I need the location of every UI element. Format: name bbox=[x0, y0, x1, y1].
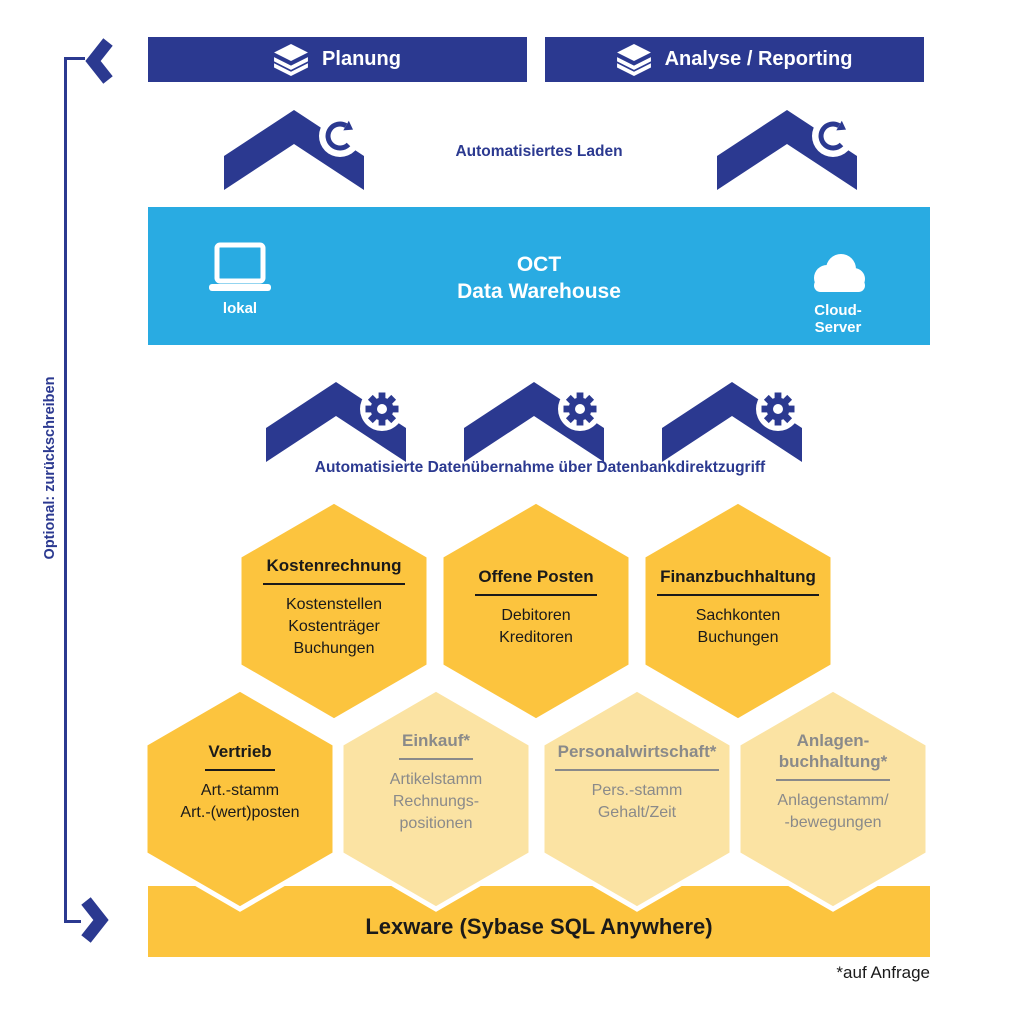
chevron-right-icon bbox=[81, 897, 109, 943]
optional-line-bottom bbox=[64, 920, 81, 923]
hexagon-content: Anlagen- buchhaltung* Anlagenstamm/ -bew… bbox=[775, 730, 891, 831]
chevron-up-refresh-icon bbox=[224, 110, 364, 190]
hexagon-title: Finanzbuchhaltung bbox=[657, 566, 819, 596]
hexagon-personalwirtschaft: Personalwirtschaft* Pers.-stamm Gehalt/Z… bbox=[539, 686, 735, 912]
warehouse-title: OCT Data Warehouse bbox=[148, 251, 930, 305]
optional-line-top bbox=[64, 57, 85, 60]
oct-data-warehouse-band: lokal OCT Data Warehouse Cloud-Server bbox=[148, 207, 930, 345]
warehouse-title-line1: OCT bbox=[516, 253, 562, 276]
layers-icon bbox=[616, 43, 651, 76]
hexagon-title: Kostenrechnung bbox=[263, 555, 405, 585]
hexagon-title: Offene Posten bbox=[475, 566, 597, 596]
optional-note: Optional: zurückschreiben bbox=[42, 376, 58, 560]
chevron-up-gear-icon bbox=[464, 382, 604, 462]
hexagon-content: Einkauf* Artikelstamm Rechnungs- positio… bbox=[389, 730, 483, 832]
chevron-left-icon bbox=[85, 38, 113, 84]
hexagon-vertrieb: Vertrieb Art.-stamm Art.-(wert)posten bbox=[142, 686, 338, 912]
local-label: lokal bbox=[222, 300, 258, 317]
load-label: Automatisiertes Laden bbox=[455, 143, 623, 160]
hexagon-title: Einkauf* bbox=[398, 730, 474, 760]
chevron-up-gear-icon bbox=[266, 382, 406, 462]
banner-analyse-reporting: Analyse / Reporting bbox=[545, 37, 924, 82]
hexagon-content: Personalwirtschaft* Pers.-stamm Gehalt/Z… bbox=[539, 686, 735, 912]
local-group: lokal bbox=[202, 242, 278, 317]
banner-planung-label: Planung bbox=[322, 48, 401, 70]
chevron-up-gear-icon bbox=[662, 382, 802, 462]
hexagon-content: Vertrieb Art.-stamm Art.-(wert)posten bbox=[180, 741, 300, 821]
hexagon-title: Anlagen- buchhaltung* bbox=[775, 730, 891, 781]
warehouse-title-line2: Data Warehouse bbox=[457, 280, 621, 303]
transfer-label: Automatisierte Datenübernahme über Daten… bbox=[314, 459, 766, 476]
layers-icon bbox=[274, 43, 308, 76]
chevron-up-refresh-icon bbox=[717, 110, 857, 190]
banner-analyse-label: Analyse / Reporting bbox=[664, 48, 853, 70]
hexagon-offene-posten: Offene Posten Debitoren Kreditoren bbox=[438, 498, 634, 724]
hexagon-content: Offene Posten Debitoren Kreditoren bbox=[438, 498, 634, 724]
lexware-banner-label: Lexware (Sybase SQL Anywhere) bbox=[365, 913, 713, 939]
hexagon-anlagenbuchhaltung: Anlagen- buchhaltung* Anlagenstamm/ -bew… bbox=[735, 686, 931, 912]
hexagon-content: Kostenrechnung Kostenstellen Kostenträge… bbox=[236, 498, 432, 724]
hexagon-kostenrechnung: Kostenrechnung Kostenstellen Kostenträge… bbox=[236, 498, 432, 724]
hexagon-finanzbuchhaltung: Finanzbuchhaltung Sachkonten Buchungen bbox=[640, 498, 836, 724]
hexagon-title: Personalwirtschaft* bbox=[554, 741, 720, 771]
cloud-icon bbox=[814, 254, 865, 292]
banner-planung: Planung bbox=[148, 37, 527, 82]
laptop-icon bbox=[209, 242, 271, 291]
hexagon-content: Finanzbuchhaltung Sachkonten Buchungen bbox=[640, 498, 836, 724]
footnote: *auf Anfrage bbox=[836, 963, 930, 982]
cloud-group: Cloud-Server bbox=[796, 249, 880, 336]
hexagon-title: Vertrieb bbox=[205, 741, 275, 771]
optional-line-vertical bbox=[64, 57, 67, 923]
lexware-banner: Lexware (Sybase SQL Anywhere) bbox=[148, 886, 930, 957]
cloud-label: Cloud-Server bbox=[814, 302, 862, 336]
hexagon-einkauf: Einkauf* Artikelstamm Rechnungs- positio… bbox=[338, 686, 534, 912]
